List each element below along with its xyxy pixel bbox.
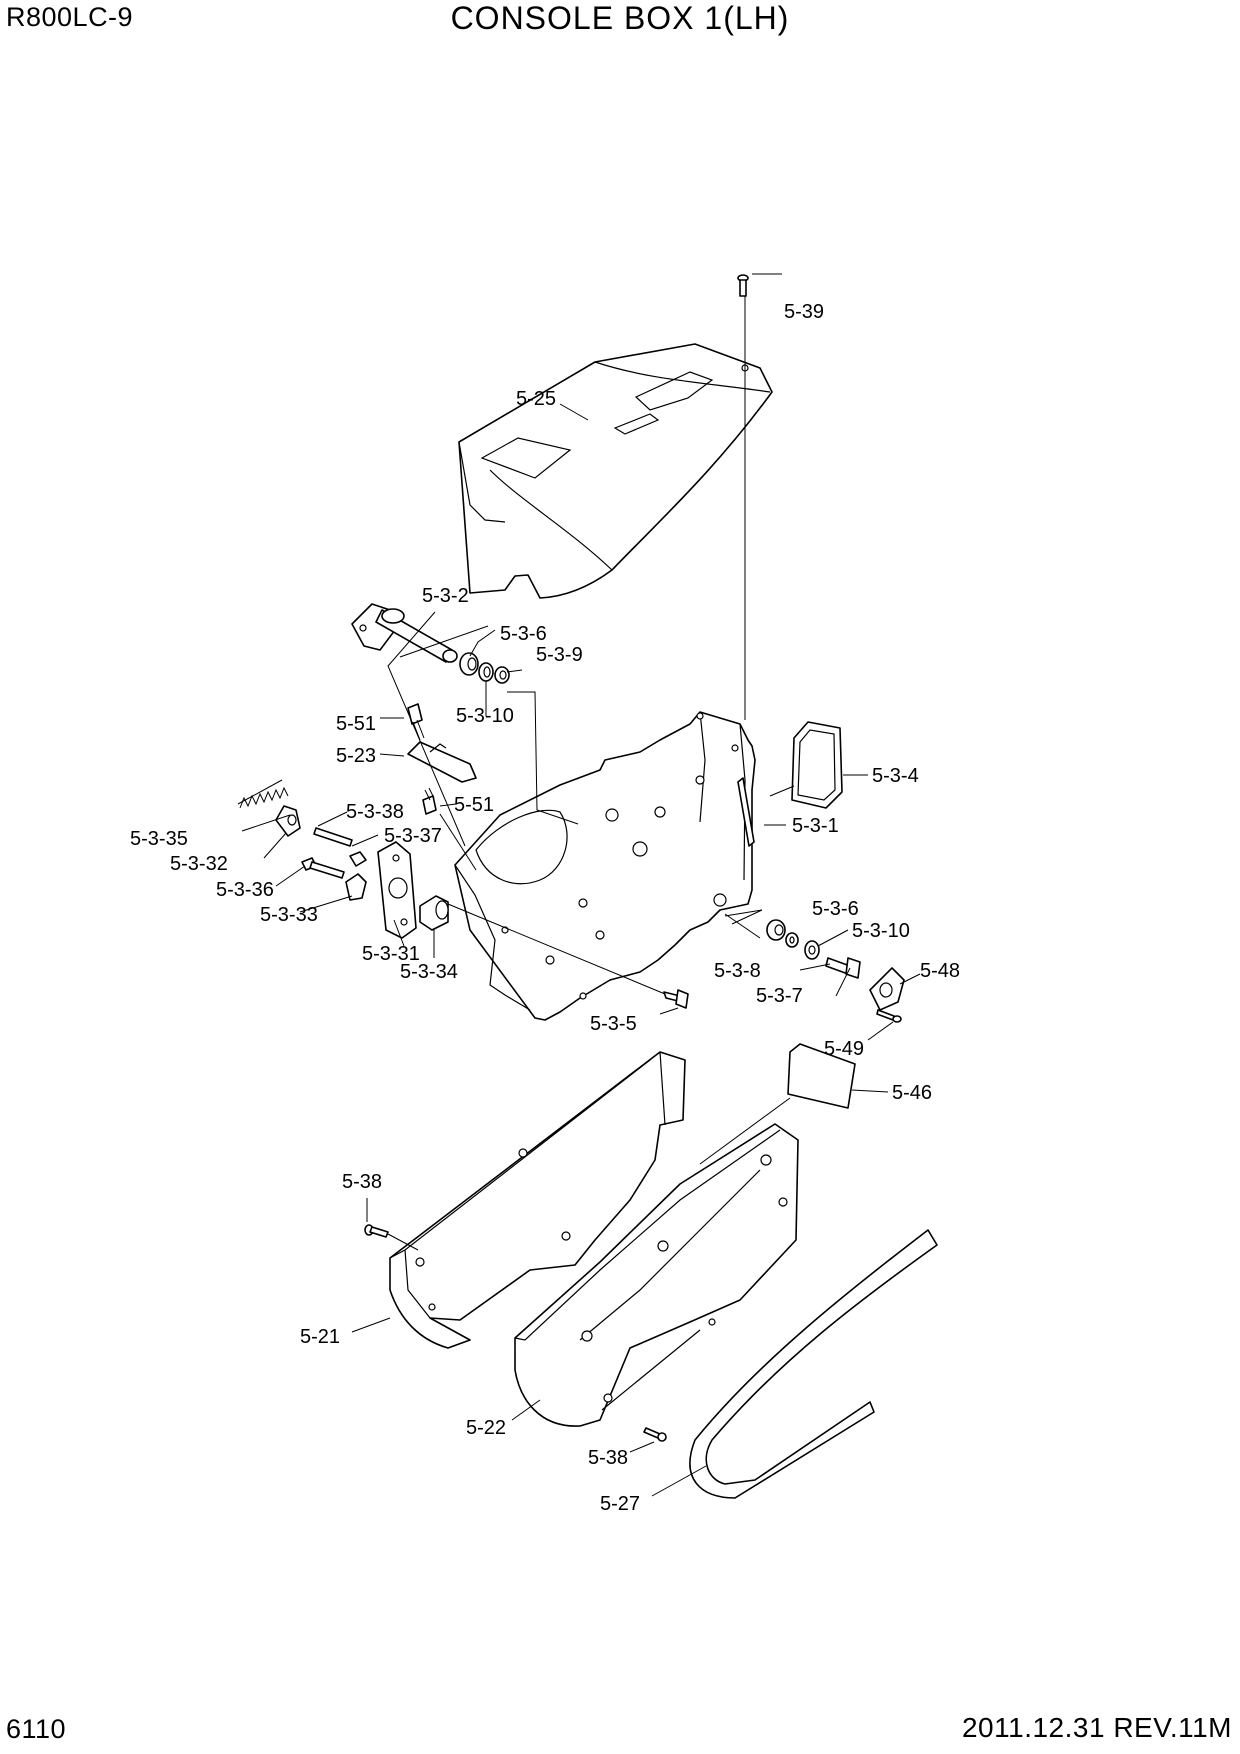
callout-5-3-34[interactable]: 5-3-34	[400, 961, 458, 983]
part-5-25-console-cover[interactable]	[458, 343, 773, 599]
callout-5-39[interactable]: 5-39	[784, 301, 824, 323]
callout-5-38[interactable]: 5-38	[588, 1447, 628, 1469]
part-5-46-label[interactable]	[787, 1043, 856, 1109]
part-5-3-37-stopper[interactable]	[349, 851, 367, 867]
callout-5-22[interactable]: 5-22	[466, 1417, 506, 1439]
callout-5-3-10[interactable]: 5-3-10	[852, 920, 910, 942]
callout-5-3-32[interactable]: 5-3-32	[170, 853, 228, 875]
callout-labels: 5-39 5-25 5-3-2 5-3-6 5-3-9 5-3-10 5-51 …	[130, 301, 960, 1515]
callout-5-51[interactable]: 5-51	[336, 713, 376, 735]
callout-5-3-35[interactable]: 5-3-35	[130, 828, 188, 850]
callout-5-3-2[interactable]: 5-3-2	[422, 585, 469, 607]
part-5-3-4-gasket[interactable]	[791, 721, 843, 809]
callout-5-25[interactable]: 5-25	[516, 388, 556, 410]
callout-5-46[interactable]: 5-46	[892, 1082, 932, 1104]
part-5-3-6-bushing-lower[interactable]	[766, 919, 786, 941]
part-5-39-screw[interactable]	[737, 274, 749, 297]
model-number: R800LC-9	[6, 2, 134, 32]
part-5-22-right-cover[interactable]	[514, 1123, 799, 1427]
part-5-3-8-washer[interactable]	[785, 932, 799, 948]
part-5-3-35-spring[interactable]	[237, 779, 289, 809]
callout-5-3-5[interactable]: 5-3-5	[590, 1013, 637, 1035]
callout-5-51[interactable]: 5-51	[454, 794, 494, 816]
part-5-49-screw[interactable]	[876, 1009, 902, 1023]
callout-5-38[interactable]: 5-38	[342, 1171, 382, 1193]
page-title: CONSOLE BOX 1(LH)	[450, 0, 790, 36]
part-5-3-33-cam[interactable]	[345, 873, 367, 901]
part-5-3-32-spring-holder[interactable]	[275, 805, 301, 837]
callout-5-3-38[interactable]: 5-3-38	[346, 801, 404, 823]
part-5-3-38-pin[interactable]	[313, 827, 353, 847]
part-5-3-2-hinge-shaft[interactable]	[351, 603, 458, 663]
part-5-27-trim-strip[interactable]	[689, 1229, 938, 1499]
part-5-3-10-washer-lower[interactable]	[804, 940, 820, 960]
callout-5-3-31[interactable]: 5-3-31	[362, 943, 420, 965]
part-5-38-screw-right[interactable]	[643, 1427, 667, 1442]
part-5-3-6-bushing-upper[interactable]	[459, 652, 479, 676]
part-5-21-left-cover[interactable]	[389, 1051, 686, 1349]
callout-5-3-37[interactable]: 5-3-37	[384, 825, 442, 847]
page-number: 6110	[6, 1714, 67, 1744]
callout-5-23[interactable]: 5-23	[336, 745, 376, 767]
callout-5-3-9[interactable]: 5-3-9	[536, 644, 583, 666]
part-5-23-bracket[interactable]	[407, 741, 477, 783]
callout-5-3-7[interactable]: 5-3-7	[756, 985, 803, 1007]
callout-5-27[interactable]: 5-27	[600, 1493, 640, 1515]
part-5-3-34-bushing[interactable]	[419, 895, 449, 931]
part-5-38-screw-left[interactable]	[364, 1224, 389, 1238]
part-5-3-9-washer[interactable]	[494, 666, 510, 684]
callout-5-3-10[interactable]: 5-3-10	[456, 705, 514, 727]
leader-lines	[241, 273, 921, 1497]
part-5-51-bolt-upper[interactable]	[407, 703, 425, 741]
callout-5-3-1[interactable]: 5-3-1	[792, 815, 839, 837]
part-5-48-cover-plate[interactable]	[869, 967, 905, 1011]
callout-5-48[interactable]: 5-48	[920, 960, 960, 982]
callout-5-3-36[interactable]: 5-3-36	[216, 879, 274, 901]
callout-5-3-33[interactable]: 5-3-33	[260, 904, 318, 926]
callout-5-49[interactable]: 5-49	[824, 1038, 864, 1060]
revision-stamp: 2011.12.31 REV.11M	[961, 1712, 1232, 1743]
callout-5-3-4[interactable]: 5-3-4	[872, 765, 919, 787]
callout-5-3-6[interactable]: 5-3-6	[812, 898, 859, 920]
part-5-3-1-console-frame[interactable]	[454, 711, 756, 1021]
part-5-51-bolt-lower[interactable]	[422, 787, 437, 815]
callout-5-21[interactable]: 5-21	[300, 1326, 340, 1348]
part-5-3-7-bolt[interactable]	[825, 957, 861, 979]
callout-5-3-8[interactable]: 5-3-8	[714, 960, 761, 982]
part-5-3-5-bolt[interactable]	[663, 989, 689, 1009]
part-5-3-10-washer-upper[interactable]	[478, 662, 494, 682]
part-5-3-31-lever-plate[interactable]	[377, 841, 417, 939]
part-5-3-36-bolt[interactable]	[301, 857, 345, 879]
callout-5-3-6[interactable]: 5-3-6	[500, 623, 547, 645]
